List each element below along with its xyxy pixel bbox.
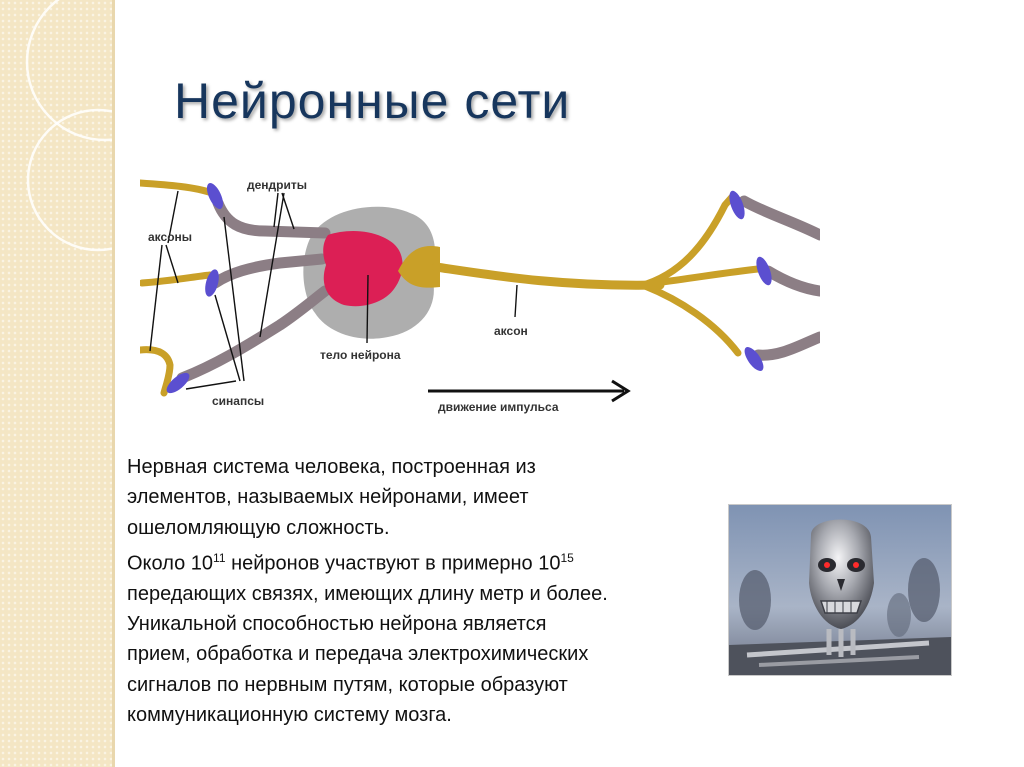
body-text: Нервная система человека, построенная из… [127, 452, 727, 730]
label-impulse-direction: движение импульса [438, 400, 559, 414]
label-dendrites: дендриты [247, 178, 307, 192]
slide-title: Нейронные сети [174, 73, 571, 129]
label-leaders [149, 190, 518, 390]
axon-terminals [636, 193, 762, 357]
label-synapses: синапсы [212, 394, 264, 408]
axon-hillock [398, 246, 440, 288]
body-line: элементов, называемых нейронами, имеет [127, 486, 529, 509]
neuron-diagram: дендриты аксоны синапсы тело нейрона акс… [140, 178, 820, 414]
body-line: ошеломляющую сложность. [127, 516, 390, 539]
impulse-arrow [428, 379, 631, 403]
body-text-fragment: Около 10 [127, 552, 214, 575]
label-cell-body: тело нейрона [320, 348, 401, 362]
dendrites [176, 197, 331, 384]
body-line: Нервная система человека, построенная из [127, 456, 536, 478]
label-axon: аксон [494, 324, 528, 338]
body-line: прием, обработка и передача электрохимич… [127, 643, 589, 666]
body-line: Уникальной способностью нейрона является [127, 613, 547, 636]
exponent: 15 [560, 550, 574, 565]
robot-skull-photo [728, 504, 952, 676]
exponent: 11 [213, 550, 226, 565]
body-text-fragment: нейронов участвуют в примерно 10 [225, 552, 561, 575]
body-line: передающих связях, имеющих длину метр и … [127, 582, 608, 605]
output-synapses [729, 190, 772, 371]
body-line: сигналов по нервным путям, которые образ… [127, 673, 568, 696]
decorative-left-band [0, 0, 112, 767]
output-dendrites [738, 195, 820, 361]
neuron-nucleus [323, 231, 403, 307]
output-axon [431, 262, 665, 290]
band-edge-line [112, 0, 115, 767]
body-line-with-exponents: Около 1011 нейронов участвуют в примерно… [127, 543, 727, 579]
robot-skull-illustration [729, 505, 951, 675]
decorative-circles [25, 0, 112, 252]
body-line: коммуникационную систему мозга. [127, 704, 452, 727]
input-axons [140, 179, 216, 397]
label-axons: аксоны [148, 230, 192, 244]
input-synapses [166, 183, 224, 394]
